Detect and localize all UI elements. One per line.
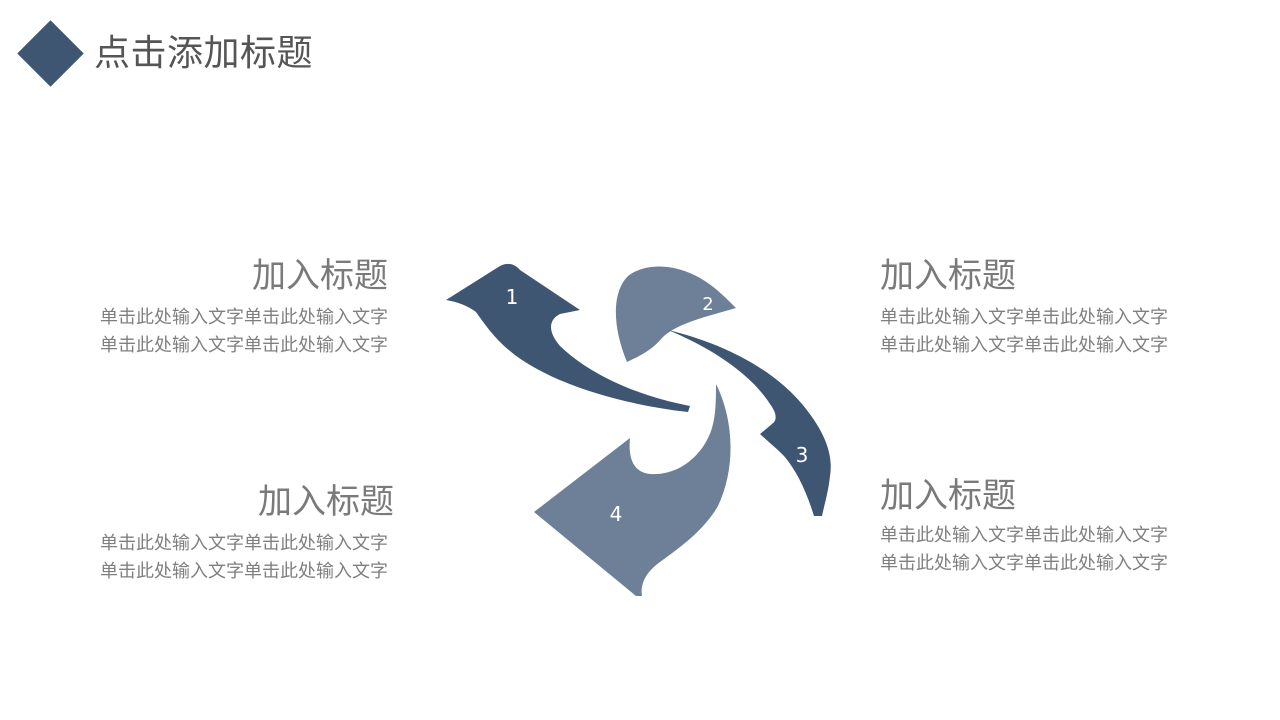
block-paragraph: 单击此处输入文字单击此处输入文字 <box>880 307 1168 328</box>
pinwheel-blade-3[interactable] <box>668 330 831 516</box>
text-block-top-right: 加入标题 单击此处输入文字单击此处输入文字 单击此处输入文字单击此处输入文字 <box>880 256 1180 360</box>
block-body[interactable]: 单击此处输入文字单击此处输入文字 单击此处输入文字单击此处输入文字 <box>100 304 400 360</box>
pinwheel-label-2: 2 <box>702 294 713 315</box>
pinwheel-blade-2[interactable] <box>615 266 736 362</box>
block-heading[interactable]: 加入标题 <box>252 256 388 296</box>
text-block-bottom-right: 加入标题 单击此处输入文字单击此处输入文字 单击此处输入文字单击此处输入文字 <box>880 476 1180 578</box>
block-body[interactable]: 单击此处输入文字单击此处输入文字 单击此处输入文字单击此处输入文字 <box>100 530 400 586</box>
text-block-top-left: 加入标题 单击此处输入文字单击此处输入文字 单击此处输入文字单击此处输入文字 <box>100 256 400 360</box>
block-paragraph: 单击此处输入文字单击此处输入文字 <box>100 561 388 582</box>
pinwheel-label-4: 4 <box>610 502 623 526</box>
block-paragraph: 单击此处输入文字单击此处输入文字 <box>100 533 388 554</box>
text-block-bottom-left: 加入标题 单击此处输入文字单击此处输入文字 单击此处输入文字单击此处输入文字 <box>100 482 400 586</box>
pinwheel-label-3: 3 <box>796 443 809 467</box>
pinwheel-blade-4[interactable] <box>534 384 731 596</box>
pinwheel-blade-1[interactable] <box>446 263 690 412</box>
block-paragraph: 单击此处输入文字单击此处输入文字 <box>100 335 388 356</box>
block-paragraph: 单击此处输入文字单击此处输入文字 <box>100 307 388 328</box>
block-body[interactable]: 单击此处输入文字单击此处输入文字 单击此处输入文字单击此处输入文字 <box>880 522 1180 578</box>
page-title[interactable]: 点击添加标题 <box>94 33 314 74</box>
block-heading[interactable]: 加入标题 <box>258 482 394 522</box>
block-body[interactable]: 单击此处输入文字单击此处输入文字 单击此处输入文字单击此处输入文字 <box>880 304 1180 360</box>
block-heading[interactable]: 加入标题 <box>880 476 1016 516</box>
block-paragraph: 单击此处输入文字单击此处输入文字 <box>880 525 1168 546</box>
block-paragraph: 单击此处输入文字单击此处输入文字 <box>880 335 1168 356</box>
block-heading[interactable]: 加入标题 <box>880 256 1016 296</box>
pinwheel-label-1: 1 <box>506 285 519 309</box>
block-paragraph: 单击此处输入文字单击此处输入文字 <box>880 553 1168 574</box>
